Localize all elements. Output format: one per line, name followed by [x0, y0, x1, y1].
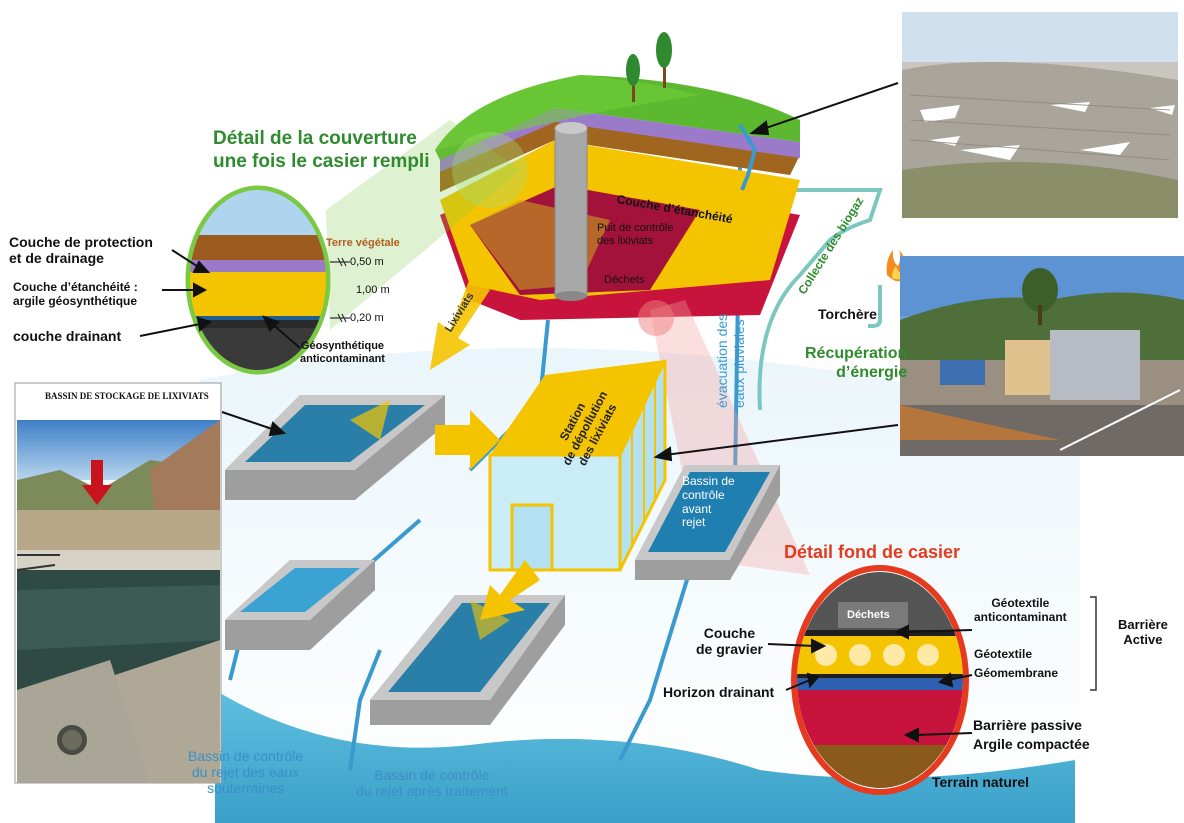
- geo-line1: Géosynthétique: [300, 340, 385, 352]
- flow-arrows: [350, 278, 540, 640]
- barriere-active-label: Barrière Active: [1118, 617, 1168, 648]
- basin-bottom-middle: [370, 595, 565, 725]
- bottom-highlight: [638, 300, 674, 336]
- etancheite-line1: Couche d’étanchéité :: [13, 280, 138, 294]
- cover-title-line2: une fois le casier rempli: [213, 150, 430, 172]
- bassin-apres-label: Bassin de contrôle du rejet après traite…: [356, 767, 508, 799]
- geo-line2: anticontaminant: [300, 352, 385, 365]
- couche-gravier-line1: Couche: [703, 625, 756, 641]
- controle-avant-line1: Bassin de: [682, 474, 735, 488]
- photo-basin-caption: BASSIN DE STOCKAGE DE LIXIVIATS: [45, 391, 209, 401]
- puit-line2: des lixiviats: [597, 234, 654, 247]
- cover-beam: [326, 120, 520, 330]
- couche-gravier-label: Couche de gravier: [696, 625, 763, 657]
- cover-highlight: [452, 132, 528, 208]
- geotextile-label: Géotextile: [974, 647, 1033, 661]
- dim-020: 0,20 m: [350, 312, 384, 324]
- dim-100: 1,00 m: [356, 284, 390, 296]
- photo-energy-plant: [900, 256, 1184, 456]
- recuperation-label: Récupération d’énergie: [805, 344, 907, 382]
- evacuation-label: évacuation des eaux pluviales: [714, 314, 748, 408]
- bottom-title: Détail fond de casier: [784, 542, 961, 562]
- dimension-marks: [330, 257, 350, 323]
- controle-avant-line4: rejet: [682, 515, 706, 530]
- geotextile-anti-line1: Géotextile: [991, 596, 1050, 610]
- basin-right: [635, 465, 780, 580]
- controle-avant-line2: contrôle: [682, 487, 725, 502]
- cover-title: Détail de la couverture une fois le casi…: [213, 128, 429, 174]
- cover-title-line1: Détail de la couverture: [213, 128, 417, 149]
- dim-050: 0,50 m: [350, 256, 384, 268]
- cover-detail-circle: [185, 185, 331, 375]
- controle-avant-label: Bassin de contrôle avant rejet: [682, 474, 735, 530]
- protection-label: Couche de protection et de drainage: [9, 234, 153, 266]
- protection-line2: et de drainage: [9, 250, 104, 267]
- bassin-eaux-label: Bassin de contrôle du rejet des eaux sou…: [188, 748, 303, 796]
- red-arrow-icon: [82, 460, 112, 505]
- eaux-line1: Bassin de contrôle: [188, 748, 304, 764]
- barriere-passive-label: Barrière passive: [973, 717, 1082, 733]
- photo-leachate-basin: [14, 382, 222, 784]
- leader-arrows: [139, 82, 973, 743]
- geosynthetique-label: Géosynthétique anticontaminant: [300, 340, 385, 365]
- recup-line2: d’énergie: [836, 364, 908, 382]
- etancheite-label: Couche d’étanchéité : argile géosynthéti…: [13, 280, 138, 309]
- torchere-pipe: [868, 285, 882, 328]
- argile-label: Argile compactée: [973, 736, 1090, 752]
- geomembrane-label: Géomembrane: [974, 666, 1059, 680]
- dechets-mound-label: Déchets: [604, 274, 645, 286]
- terrain-naturel-label: Terrain naturel: [932, 774, 1029, 790]
- evac-line2: eaux pluviales: [730, 319, 747, 408]
- eaux-line3: souterraines: [207, 780, 285, 797]
- puit-label: Puit de contrôle des lixiviats: [597, 222, 673, 247]
- dechets-bottom-label: Déchets: [847, 609, 890, 621]
- geotextile-anti-line2: anticontaminant: [974, 609, 1067, 624]
- apres-line1: Bassin de contrôle: [374, 767, 490, 783]
- landfill-mound: [435, 32, 800, 320]
- etancheite-line2: argile géosynthétique: [13, 293, 138, 308]
- horizon-drainant-label: Horizon drainant: [663, 684, 775, 700]
- torchere-label: Torchère: [818, 306, 877, 322]
- terre-vegetale-label: Terre végétale: [326, 237, 400, 249]
- evac-line1: évacuation des: [714, 313, 730, 408]
- geotextile-anti-label: Géotextile anticontaminant: [974, 596, 1067, 625]
- basin-middle-left: [225, 560, 375, 650]
- recup-line1: Récupération: [805, 345, 908, 362]
- active-barrier-bracket: [1090, 596, 1097, 691]
- treatment-station: [488, 359, 667, 572]
- drainant-label: couche drainant: [13, 328, 122, 344]
- puit-line1: Puit de contrôle: [597, 222, 674, 234]
- flame-core-icon: [892, 266, 902, 280]
- apres-line2: du rejet après traitement: [356, 783, 508, 800]
- eaux-line2: du rejet des eaux: [191, 764, 300, 781]
- barriere-active-line1: Barrière: [1118, 617, 1168, 632]
- protection-line1: Couche de protection: [9, 234, 153, 250]
- couche-gravier-line2: de gravier: [696, 641, 763, 658]
- barriere-active-line2: Active: [1123, 631, 1163, 647]
- photo-landfill-cover: [902, 12, 1178, 218]
- controle-avant-line3: avant: [682, 501, 712, 516]
